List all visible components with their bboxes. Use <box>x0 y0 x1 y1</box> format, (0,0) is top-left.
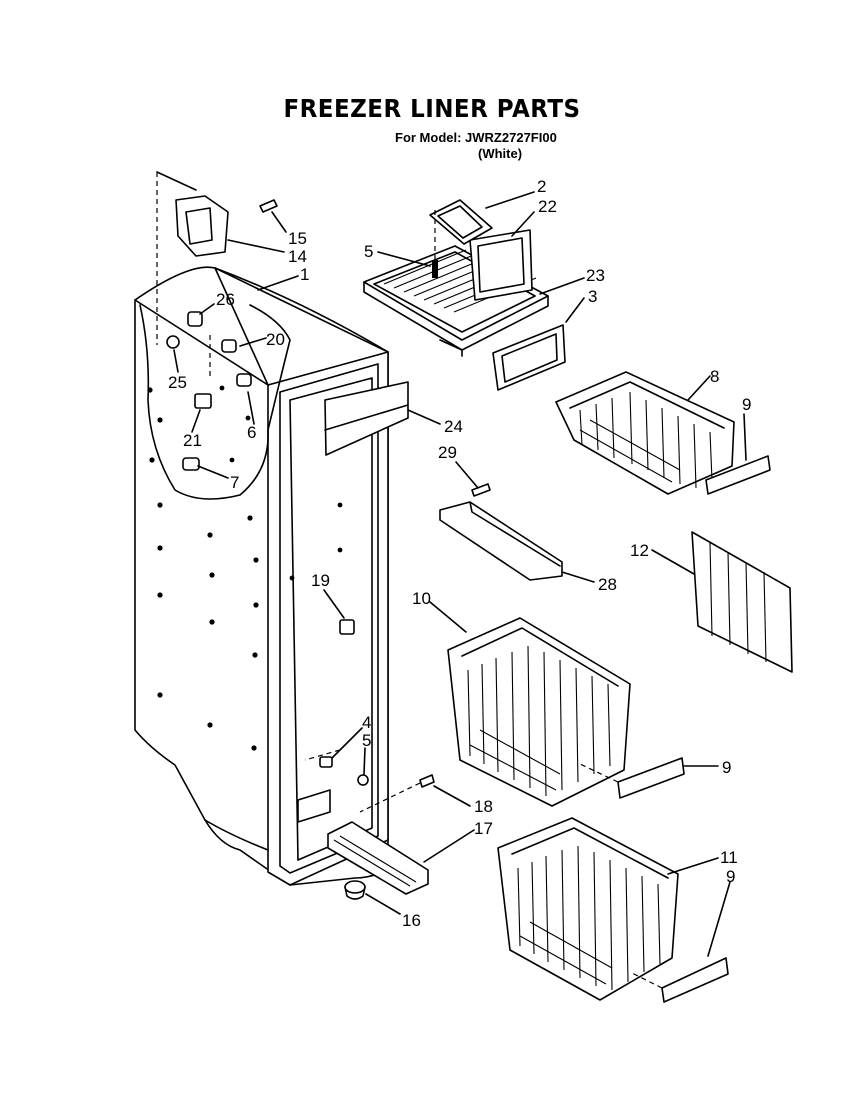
color-line: (White) <box>478 146 523 161</box>
callout-28: 28 <box>598 575 617 594</box>
callout-9-bottom: 9 <box>726 867 735 886</box>
callout-24: 24 <box>444 417 463 436</box>
callout-23: 23 <box>586 266 605 285</box>
callout-10: 10 <box>412 589 431 608</box>
callout-22: 22 <box>538 197 557 216</box>
callout-21: 21 <box>183 431 202 450</box>
callout-15: 15 <box>288 229 307 248</box>
basket-part-8 <box>555 371 735 495</box>
diagram-title: FREEZER LINER PARTS <box>283 94 581 123</box>
callout-1: 1 <box>300 265 309 284</box>
callout-20: 20 <box>266 330 285 349</box>
callout-5-lower: 5 <box>362 731 371 750</box>
callout-19: 19 <box>311 571 330 590</box>
callout-7: 7 <box>230 473 239 492</box>
callout-9-top: 9 <box>742 395 751 414</box>
callout-6: 6 <box>247 423 256 442</box>
callout-29: 29 <box>438 443 457 462</box>
bracket-part-14 <box>156 171 278 257</box>
leader-lines <box>173 191 747 957</box>
callout-labels: 1 2 22 5 23 3 15 14 26 20 25 21 6 7 24 8… <box>168 177 751 930</box>
callout-14: 14 <box>288 247 307 266</box>
trim-strips-part-9 <box>579 455 771 1003</box>
model-line: For Model: JWRZ2727FI00 <box>395 130 557 145</box>
cover-part-24 <box>324 381 409 456</box>
callout-11: 11 <box>720 848 738 867</box>
rail-part-28 <box>439 483 563 581</box>
shelf-assembly <box>363 199 566 391</box>
divider-part-12 <box>691 531 793 673</box>
grille-part-17 <box>327 774 435 900</box>
callout-18: 18 <box>474 797 493 816</box>
callout-25: 25 <box>168 373 187 392</box>
freezer-liner-part-1 <box>134 172 389 886</box>
callout-16: 16 <box>402 911 421 930</box>
callout-17: 17 <box>474 819 493 838</box>
callout-12: 12 <box>630 541 649 560</box>
callout-4: 4 <box>362 713 371 732</box>
callout-3: 3 <box>588 287 597 306</box>
callout-5-shelf: 5 <box>364 242 373 261</box>
callout-2: 2 <box>537 177 546 196</box>
callout-9-middle: 9 <box>722 758 731 777</box>
callout-8: 8 <box>710 367 719 386</box>
callout-26: 26 <box>216 290 235 309</box>
basket-part-10 <box>447 617 631 807</box>
basket-part-11 <box>497 817 679 1001</box>
